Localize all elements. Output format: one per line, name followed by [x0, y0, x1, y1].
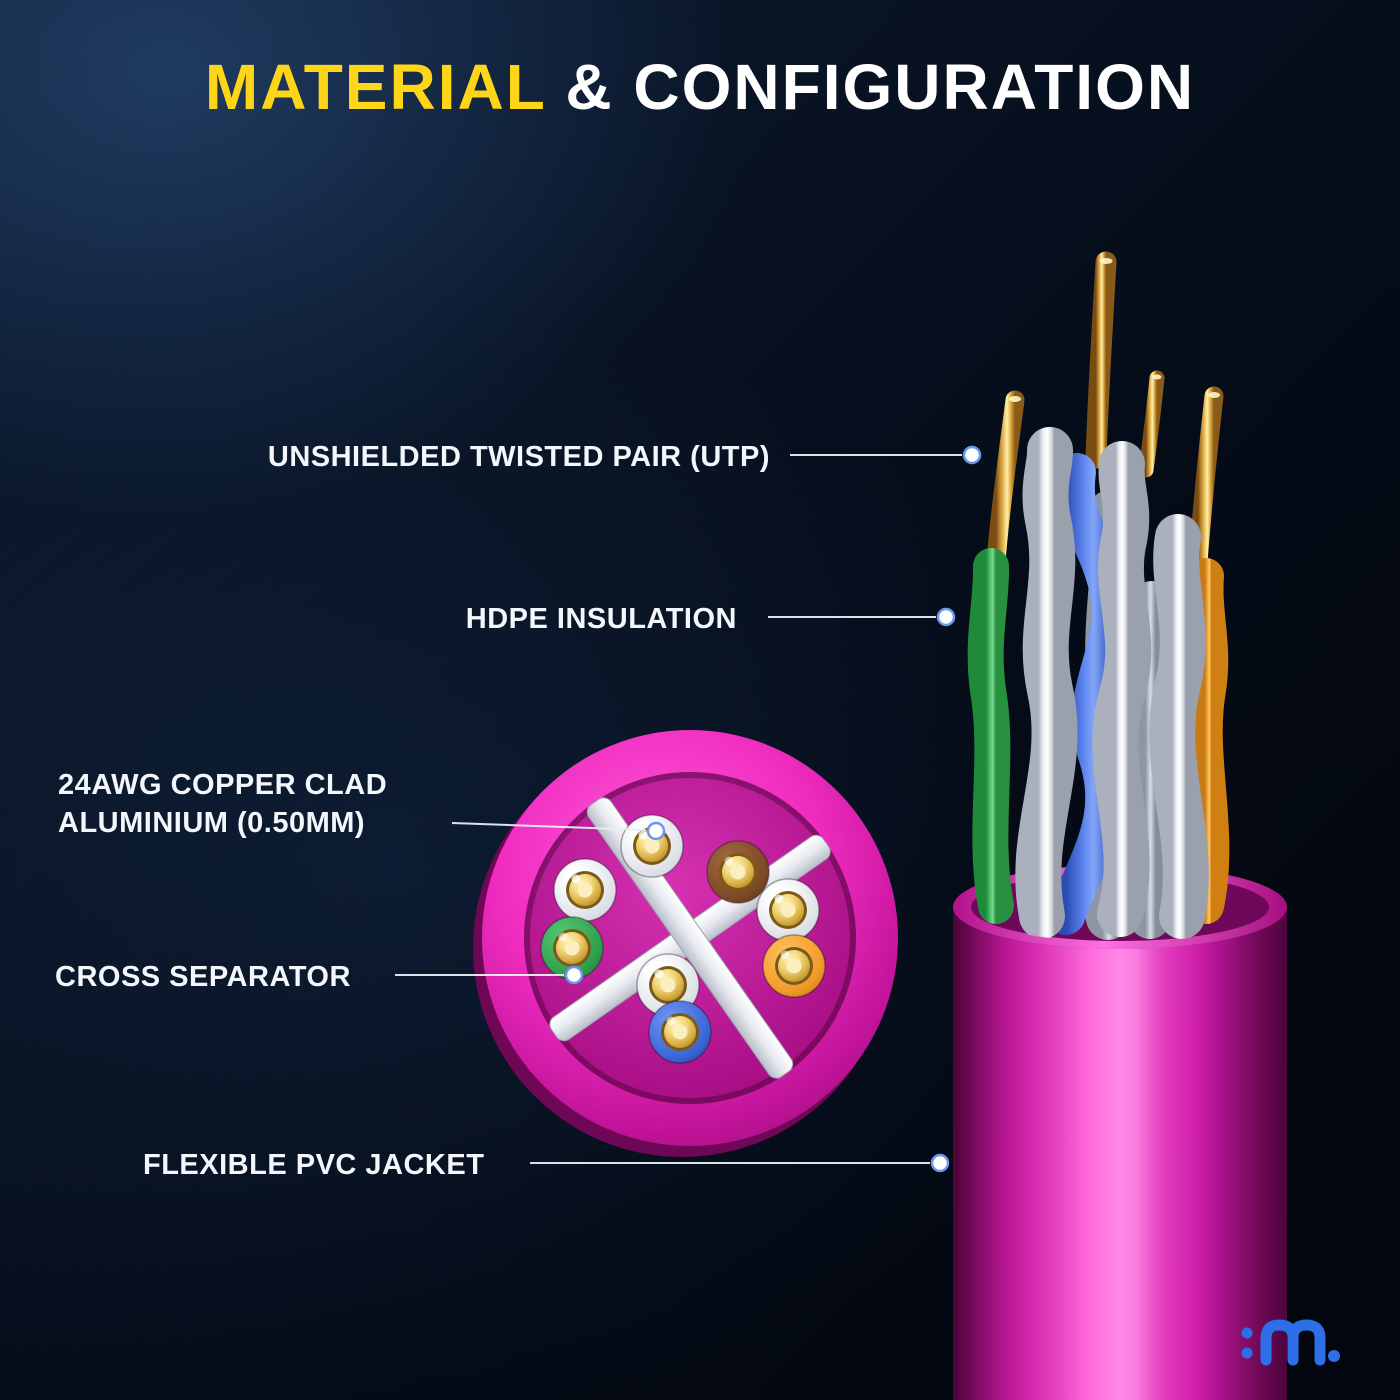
callout-dot-icon: [564, 965, 584, 985]
xsec-wire-brown: [706, 840, 770, 904]
callout-line-awg: [451, 822, 647, 831]
callout-dot-icon: [646, 821, 666, 841]
callout-dots: [564, 445, 982, 1173]
cable-3d-view: [953, 251, 1287, 1400]
xsec-wire-white: [756, 878, 820, 942]
copper-wire: [986, 390, 1025, 572]
page-title: MATERIAL & CONFIGURATION: [0, 50, 1400, 124]
xsec-wire-blue: [648, 1000, 712, 1064]
label-hdpe-insulation: HDPE INSULATION: [465, 603, 737, 635]
cable-cross-section: [473, 730, 898, 1157]
copper-wire: [1085, 251, 1117, 469]
copper-tips-highlights: [1009, 258, 1220, 402]
callout-dot-icon: [936, 607, 956, 627]
label-awg-line1: 24AWG COPPER CLAD: [58, 769, 388, 801]
label-pvc-jacket: FLEXIBLE PVC JACKET: [143, 1149, 485, 1181]
xsec-inner-shadow: [524, 772, 856, 1104]
white-wire: [1149, 514, 1209, 939]
callout-lines: [395, 454, 962, 1164]
label-awg-line2: ALUMINIUM (0.50MM): [58, 807, 366, 839]
jacket-front-lip: [953, 907, 1287, 949]
title-highlight: MATERIAL: [204, 51, 546, 123]
copper-conductors: [986, 251, 1224, 572]
label-utp: UNSHIELDED TWISTED PAIR (UTP): [267, 441, 770, 473]
brand-logo-icon: [1241, 1319, 1340, 1366]
copper-wire: [1138, 370, 1165, 478]
title-rest: & CONFIGURATION: [545, 51, 1196, 123]
label-cross-separator: CROSS SEPARATOR: [55, 961, 351, 993]
callout-dot-icon: [930, 1153, 950, 1173]
callout-dot-icon: [962, 445, 982, 465]
twisted-pairs: [967, 427, 1230, 940]
xsec-wire-white: [553, 858, 617, 922]
label-copper-clad-aluminium: 24AWG COPPER CLAD ALUMINIUM (0.50MM): [58, 766, 387, 842]
xsec-wire-white: [636, 953, 700, 1017]
white-wire: [1092, 441, 1152, 937]
white-wire: [1015, 427, 1078, 939]
xsec-wire-green: [540, 916, 604, 980]
green-wire: [967, 548, 1014, 924]
xsec-wire-orange: [762, 934, 826, 998]
blue-wire: [1047, 453, 1130, 935]
orange-wire: [1186, 558, 1230, 924]
pvc-jacket-shading: [953, 907, 1287, 1400]
